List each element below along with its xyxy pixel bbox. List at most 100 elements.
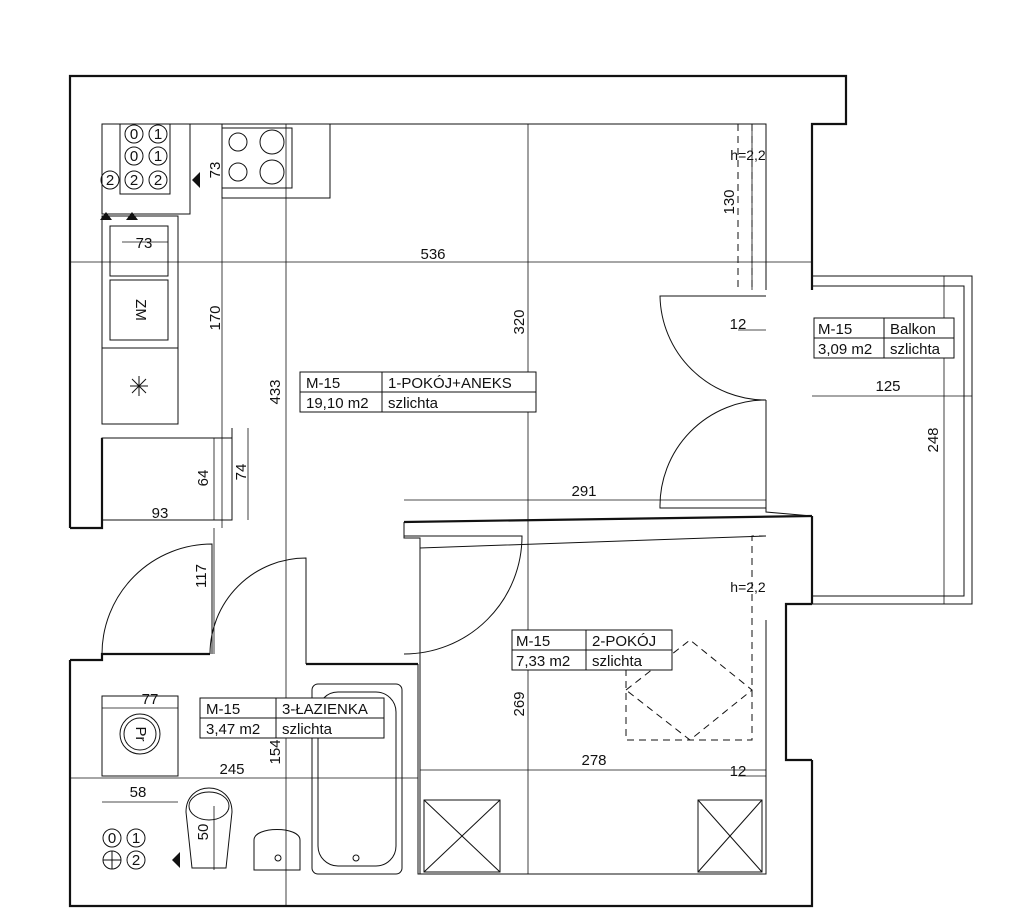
dim-269: 269 (511, 691, 528, 716)
bathroom-right-wall (417, 664, 420, 875)
dim-73-vertical: 73 (207, 162, 224, 179)
outer-wall-bottom (68, 660, 814, 908)
arrow-left-icon (172, 852, 180, 868)
washer-icon (119, 713, 161, 755)
tap-icon (274, 854, 282, 862)
partition-room1-room2-inner (403, 522, 767, 549)
bathroom-fixtures: 0 1 2 (101, 683, 403, 875)
balcony-door-lower (659, 399, 767, 509)
bathroom-area: 3,47 m2 (206, 721, 260, 738)
balcony (812, 275, 973, 605)
dim-433: 433 (267, 379, 284, 404)
meter-label: 0 (108, 830, 116, 847)
balcony-area: 3,09 m2 (818, 341, 872, 358)
bathroom-door (209, 557, 307, 664)
burner-icon (259, 129, 285, 155)
room2-door (403, 535, 523, 655)
dim-12-bottom: 12 (730, 763, 747, 780)
meter-label: 1 (132, 830, 140, 847)
asterisk-icon (130, 376, 148, 396)
bathroom-top-wall (70, 652, 210, 662)
drain-icon (352, 854, 360, 862)
dim-154: 154 (267, 739, 284, 764)
meter-label: 1 (154, 126, 162, 143)
room2-name: 2-POKÓJ (592, 633, 656, 650)
room-label-bathroom: M-15 3-ŁAZIENKA 3,47 m2 szlichta (199, 697, 385, 739)
dim-536: 536 (420, 246, 445, 263)
meter-label: 1 (154, 148, 162, 165)
radiators (423, 799, 763, 873)
room1-finish: szlichta (388, 395, 439, 412)
washer-label: Pr (132, 727, 149, 742)
dim-320: 320 (511, 309, 528, 334)
toilet-seat (188, 791, 230, 821)
meter-label: 2 (132, 852, 140, 869)
room-label-balcony: M-15 Balkon 3,09 m2 szlichta (813, 317, 955, 359)
meter-label: 0 (130, 126, 138, 143)
dim-245: 245 (219, 761, 244, 778)
meter-box (101, 123, 191, 215)
dim-248: 248 (925, 427, 942, 452)
meter-label: 0 (130, 148, 138, 165)
meter-label: 2 (130, 172, 138, 189)
fridge-label: ZM (132, 299, 149, 321)
balcony-name: Balkon (890, 321, 936, 338)
dimension-texts: 536 320 433 170 130 73 73 12 12 125 248 … (130, 147, 942, 840)
dim-93: 93 (152, 505, 169, 522)
room-label-room2: M-15 2-POKÓJ 7,33 m2 szlichta (511, 629, 673, 671)
dim-130: 130 (721, 189, 738, 214)
radiator-left (423, 799, 501, 873)
burner-icon (228, 162, 248, 182)
partition-room1-room2 (403, 514, 813, 524)
balcony-inner (812, 285, 965, 597)
balcony-finish: szlichta (890, 341, 941, 358)
bathtub (311, 683, 403, 875)
arrow-left-icon (192, 172, 200, 188)
burner-icon (228, 132, 248, 152)
bathroom-code: M-15 (206, 701, 240, 718)
room2-outline (419, 548, 767, 875)
dim-117: 117 (193, 564, 210, 588)
bathtub-inner (317, 691, 397, 867)
room1-code: M-15 (306, 375, 340, 392)
room1-right-edge (765, 400, 813, 517)
room1-area: 19,10 m2 (306, 395, 369, 412)
room2-area: 7,33 m2 (516, 653, 570, 670)
arrow-up-icon (100, 212, 112, 220)
dim-12-top: 12 (730, 316, 747, 333)
balcony-code: M-15 (818, 321, 852, 338)
meter-label: 2 (106, 172, 114, 189)
room1-name: 1-POKÓJ+ANEKS (388, 375, 512, 392)
meter-grid (119, 123, 171, 195)
room-label-room1: M-15 1-POKÓJ+ANEKS 19,10 m2 szlichta (299, 371, 537, 413)
fridge-icon (109, 279, 169, 341)
burner-icon (259, 159, 285, 185)
sink-bath-icon (253, 829, 301, 871)
bathroom-name: 3-ŁAZIENKA (282, 701, 368, 718)
washer-inner (123, 717, 157, 751)
dim-64: 64 (195, 470, 212, 487)
outer-wall-top (68, 74, 848, 528)
hall-door (101, 543, 213, 655)
arrow-up-icon (126, 212, 138, 220)
dishwasher-cabinet (101, 347, 179, 425)
kitchen-room-outline (102, 123, 767, 290)
balcony-door-upper (659, 295, 767, 401)
dim-291: 291 (571, 483, 596, 500)
doors (101, 295, 767, 664)
outer-wall-left-lower (70, 438, 104, 530)
radiator-right (697, 799, 763, 873)
stove (221, 127, 293, 189)
dim-278: 278 (581, 752, 606, 769)
kitchen-fixtures (100, 123, 331, 425)
dim-58: 58 (130, 784, 147, 801)
toilet-icon (185, 787, 233, 869)
room2-code: M-15 (516, 633, 550, 650)
room2-finish: szlichta (592, 653, 643, 670)
sink-icon (109, 225, 169, 277)
dim-73-horizontal: 73 (136, 235, 153, 252)
dimension-lines (70, 124, 972, 906)
meter-label: 2 (154, 172, 162, 189)
kitchen-meters: 0 1 0 1 2 2 2 (100, 124, 168, 190)
balcony-outline (812, 275, 973, 605)
